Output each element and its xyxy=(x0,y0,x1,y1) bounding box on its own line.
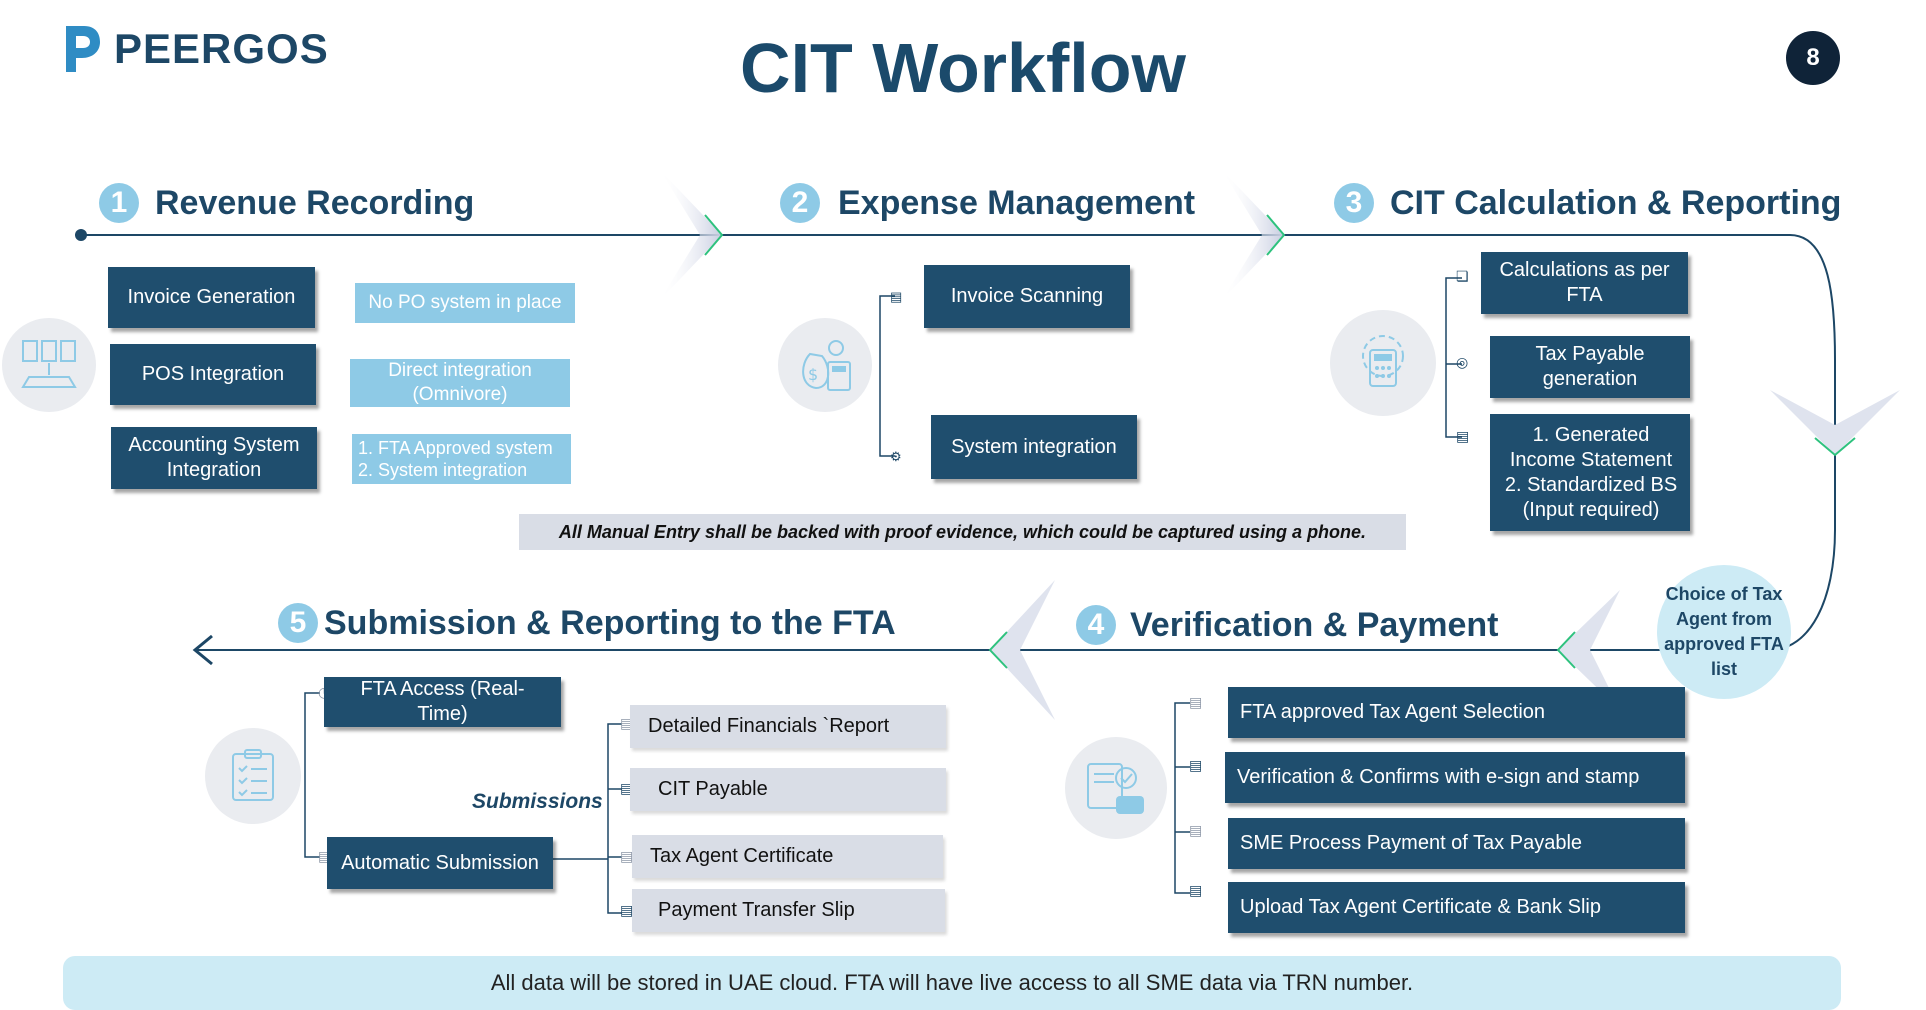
list-item: 2. Standardized BS (Input required) xyxy=(1504,473,1678,521)
chevron-left-icon xyxy=(1556,590,1620,710)
step-number: 1 xyxy=(99,183,139,223)
cit-payable-item: CIT Payable xyxy=(630,768,946,811)
chevron-right-icon xyxy=(1222,170,1286,300)
page-title: CIT Workflow xyxy=(740,29,1186,107)
payment-transfer-slip-item: Payment Transfer Slip xyxy=(632,889,945,932)
list-item: 2. System integration xyxy=(358,460,528,480)
footer-banner: All data will be stored in UAE cloud. FT… xyxy=(63,956,1841,1010)
chevron-left-icon xyxy=(988,580,1055,720)
tax-payable-box: Tax Payable generation xyxy=(1490,336,1690,398)
page-number-badge: 8 xyxy=(1786,31,1840,85)
document-icon: ▤ xyxy=(890,289,903,304)
no-po-note: No PO system in place xyxy=(355,283,575,323)
tax-agent-certificate-item: Tax Agent Certificate xyxy=(632,835,943,878)
step-number: 5 xyxy=(278,603,318,643)
step-number: 3 xyxy=(1334,183,1374,223)
documents-icon: ❏ xyxy=(1456,268,1469,284)
verification-documents-icon xyxy=(1065,737,1167,839)
invoice-scanning-box: Invoice Scanning xyxy=(924,265,1130,328)
list-item: 1. FTA Approved system xyxy=(358,437,553,458)
statements-list-box: 1. Generated Income Statement 2. Standar… xyxy=(1490,414,1690,531)
step-title: CIT Calculation & Reporting xyxy=(1390,183,1842,222)
document-list-icon: ▤ xyxy=(620,902,634,918)
step-title: Verification & Payment xyxy=(1130,605,1499,644)
step-1-heading: 1 Revenue Recording xyxy=(99,183,474,223)
submissions-label: Submissions xyxy=(472,790,603,813)
upload-certificate-box: Upload Tax Agent Certificate & Bank Slip xyxy=(1228,882,1685,933)
direct-integration-note: Direct integration (Omnivore) xyxy=(350,359,570,407)
chevron-right-icon xyxy=(660,170,724,300)
automatic-submission-box: Automatic Submission xyxy=(327,837,553,889)
document-search-icon: ▤ xyxy=(1189,694,1203,710)
list-item: 1. Generated Income Statement xyxy=(1509,423,1673,471)
step-3-heading: 3 CIT Calculation & Reporting xyxy=(1334,183,1841,223)
money-calculator-icon: $ xyxy=(778,318,872,412)
document-check-icon: ▤ xyxy=(620,780,634,796)
brand-name: PEERGOS xyxy=(114,25,329,72)
verification-confirm-box: Verification & Confirms with e-sign and … xyxy=(1225,752,1685,803)
calculations-box: Calculations as per FTA xyxy=(1481,252,1688,314)
calculator-gear-icon xyxy=(1330,310,1436,416)
invoice-generation-box: Invoice Generation xyxy=(108,267,315,328)
step-5-heading: 5 Submission & Reporting to the FTA xyxy=(278,603,896,643)
integration-options-list: 1. FTA Approved system 2. System integra… xyxy=(352,434,571,484)
financials-report-item: Detailed Financials `Report xyxy=(630,705,946,748)
document-list-icon: ▤ xyxy=(1189,882,1203,898)
accounting-system-integration-box: Accounting System Integration xyxy=(111,427,317,489)
step-title: Expense Management xyxy=(838,183,1196,222)
step-4-heading: 4 Verification & Payment xyxy=(1076,605,1498,645)
checklist-icon xyxy=(205,728,301,824)
document-check-icon: ▤ xyxy=(1189,757,1203,773)
manual-entry-note: All Manual Entry shall be backed with pr… xyxy=(519,514,1406,550)
gear-icon: ⚙ xyxy=(890,449,902,464)
chevron-down-icon xyxy=(1770,390,1900,457)
target-icon: ◎ xyxy=(1456,354,1469,370)
svg-text:$: $ xyxy=(808,365,818,384)
tax-agent-choice-bubble: Choice of Tax Agent from approved FTA li… xyxy=(1657,565,1791,699)
peergos-logo-icon xyxy=(66,26,100,72)
document-search-icon: ▤ xyxy=(620,715,634,731)
step-number: 2 xyxy=(780,183,820,223)
step-number: 4 xyxy=(1076,605,1116,645)
document-icon: ▤ xyxy=(620,848,634,864)
payment-process-box: SME Process Payment of Tax Payable xyxy=(1228,818,1685,869)
brand-logo: PEERGOS xyxy=(62,22,329,76)
step-title: Submission & Reporting to the FTA xyxy=(324,603,896,642)
tax-agent-selection-box: FTA approved Tax Agent Selection xyxy=(1228,687,1685,738)
system-integration-box: System integration xyxy=(931,415,1137,479)
clipboard-icon: ▤ xyxy=(1456,428,1470,444)
documents-icon xyxy=(2,318,96,412)
step-2-heading: 2 Expense Management xyxy=(780,183,1195,223)
document-icon: ▤ xyxy=(1189,822,1203,838)
fta-access-box: FTA Access (Real-Time) xyxy=(324,677,561,727)
pos-integration-box: POS Integration xyxy=(110,344,316,405)
step-title: Revenue Recording xyxy=(155,183,475,222)
